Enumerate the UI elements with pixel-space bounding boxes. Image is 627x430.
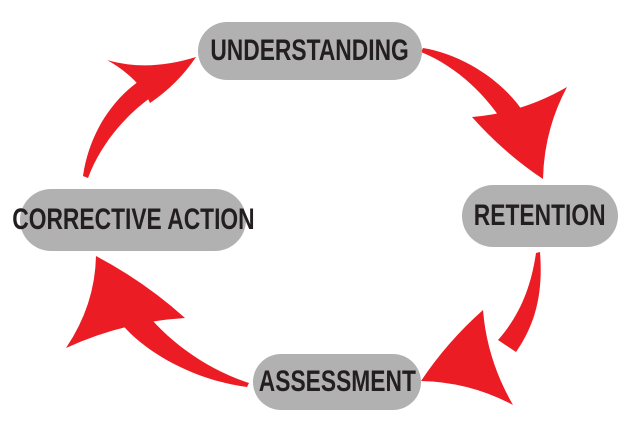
- arrow-tail: [120, 308, 249, 387]
- node-retention-label: RETENTION: [474, 199, 606, 232]
- node-corrective-action-label: CORRECTIVE ACTION: [11, 203, 255, 236]
- node-corrective-action: CORRECTIVE ACTION: [12, 189, 254, 251]
- arrow-assessment-to-corrective-action: [66, 256, 249, 387]
- node-assessment: ASSESSMENT: [253, 354, 421, 410]
- arrow-tail: [421, 48, 524, 127]
- arrowhead-icon: [472, 87, 567, 179]
- node-assessment-label: ASSESSMENT: [258, 365, 416, 398]
- arrowhead-icon: [66, 256, 185, 348]
- node-understanding-label: UNDERSTANDING: [210, 34, 410, 67]
- node-understanding: UNDERSTANDING: [198, 22, 422, 80]
- arrow-tail: [83, 79, 156, 178]
- node-retention: RETENTION: [462, 185, 618, 247]
- arrow-tail: [498, 252, 541, 352]
- arrowhead-icon: [421, 310, 513, 405]
- arrow-retention-to-assessment: [421, 252, 541, 405]
- arrow-understanding-to-retention: [421, 48, 567, 179]
- arrow-corrective-action-to-understanding: [83, 57, 196, 178]
- arrowhead-icon: [107, 57, 196, 103]
